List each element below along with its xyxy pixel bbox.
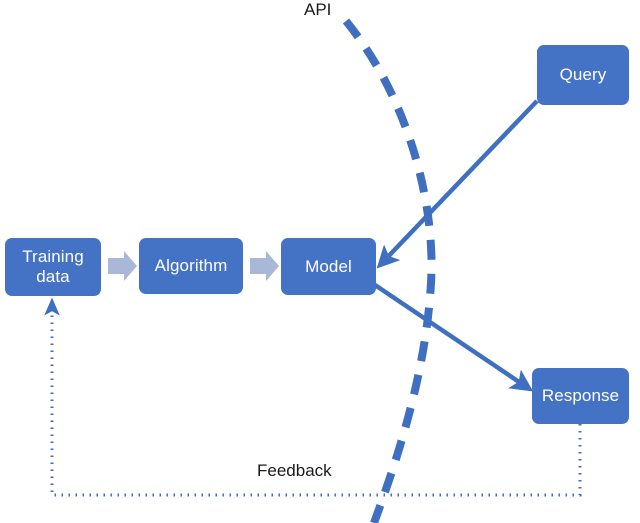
training-to-algorithm-block-arrow <box>108 251 137 281</box>
node-query-label: Query <box>559 65 607 85</box>
query-to-model-connector <box>376 99 539 269</box>
edge-label-feedback: Feedback <box>257 461 332 480</box>
api-dashed-curve-connector <box>342 18 436 523</box>
node-query[interactable]: Query <box>537 45 629 105</box>
response-to-training-feedback-connector <box>44 297 582 497</box>
node-algorithm[interactable]: Algorithm <box>139 238 243 294</box>
node-model-label: Model <box>305 256 352 276</box>
node-training-data-label: Training data <box>22 247 84 286</box>
model-to-response-connector <box>373 283 534 392</box>
node-response[interactable]: Response <box>532 368 629 424</box>
node-training-data[interactable]: Training data <box>5 238 101 296</box>
node-algorithm-label: Algorithm <box>154 256 228 276</box>
edge-label-api: API <box>304 0 332 19</box>
node-model[interactable]: Model <box>281 238 376 295</box>
algorithm-to-model-block-arrow <box>250 251 279 281</box>
node-response-label: Response <box>541 386 620 406</box>
